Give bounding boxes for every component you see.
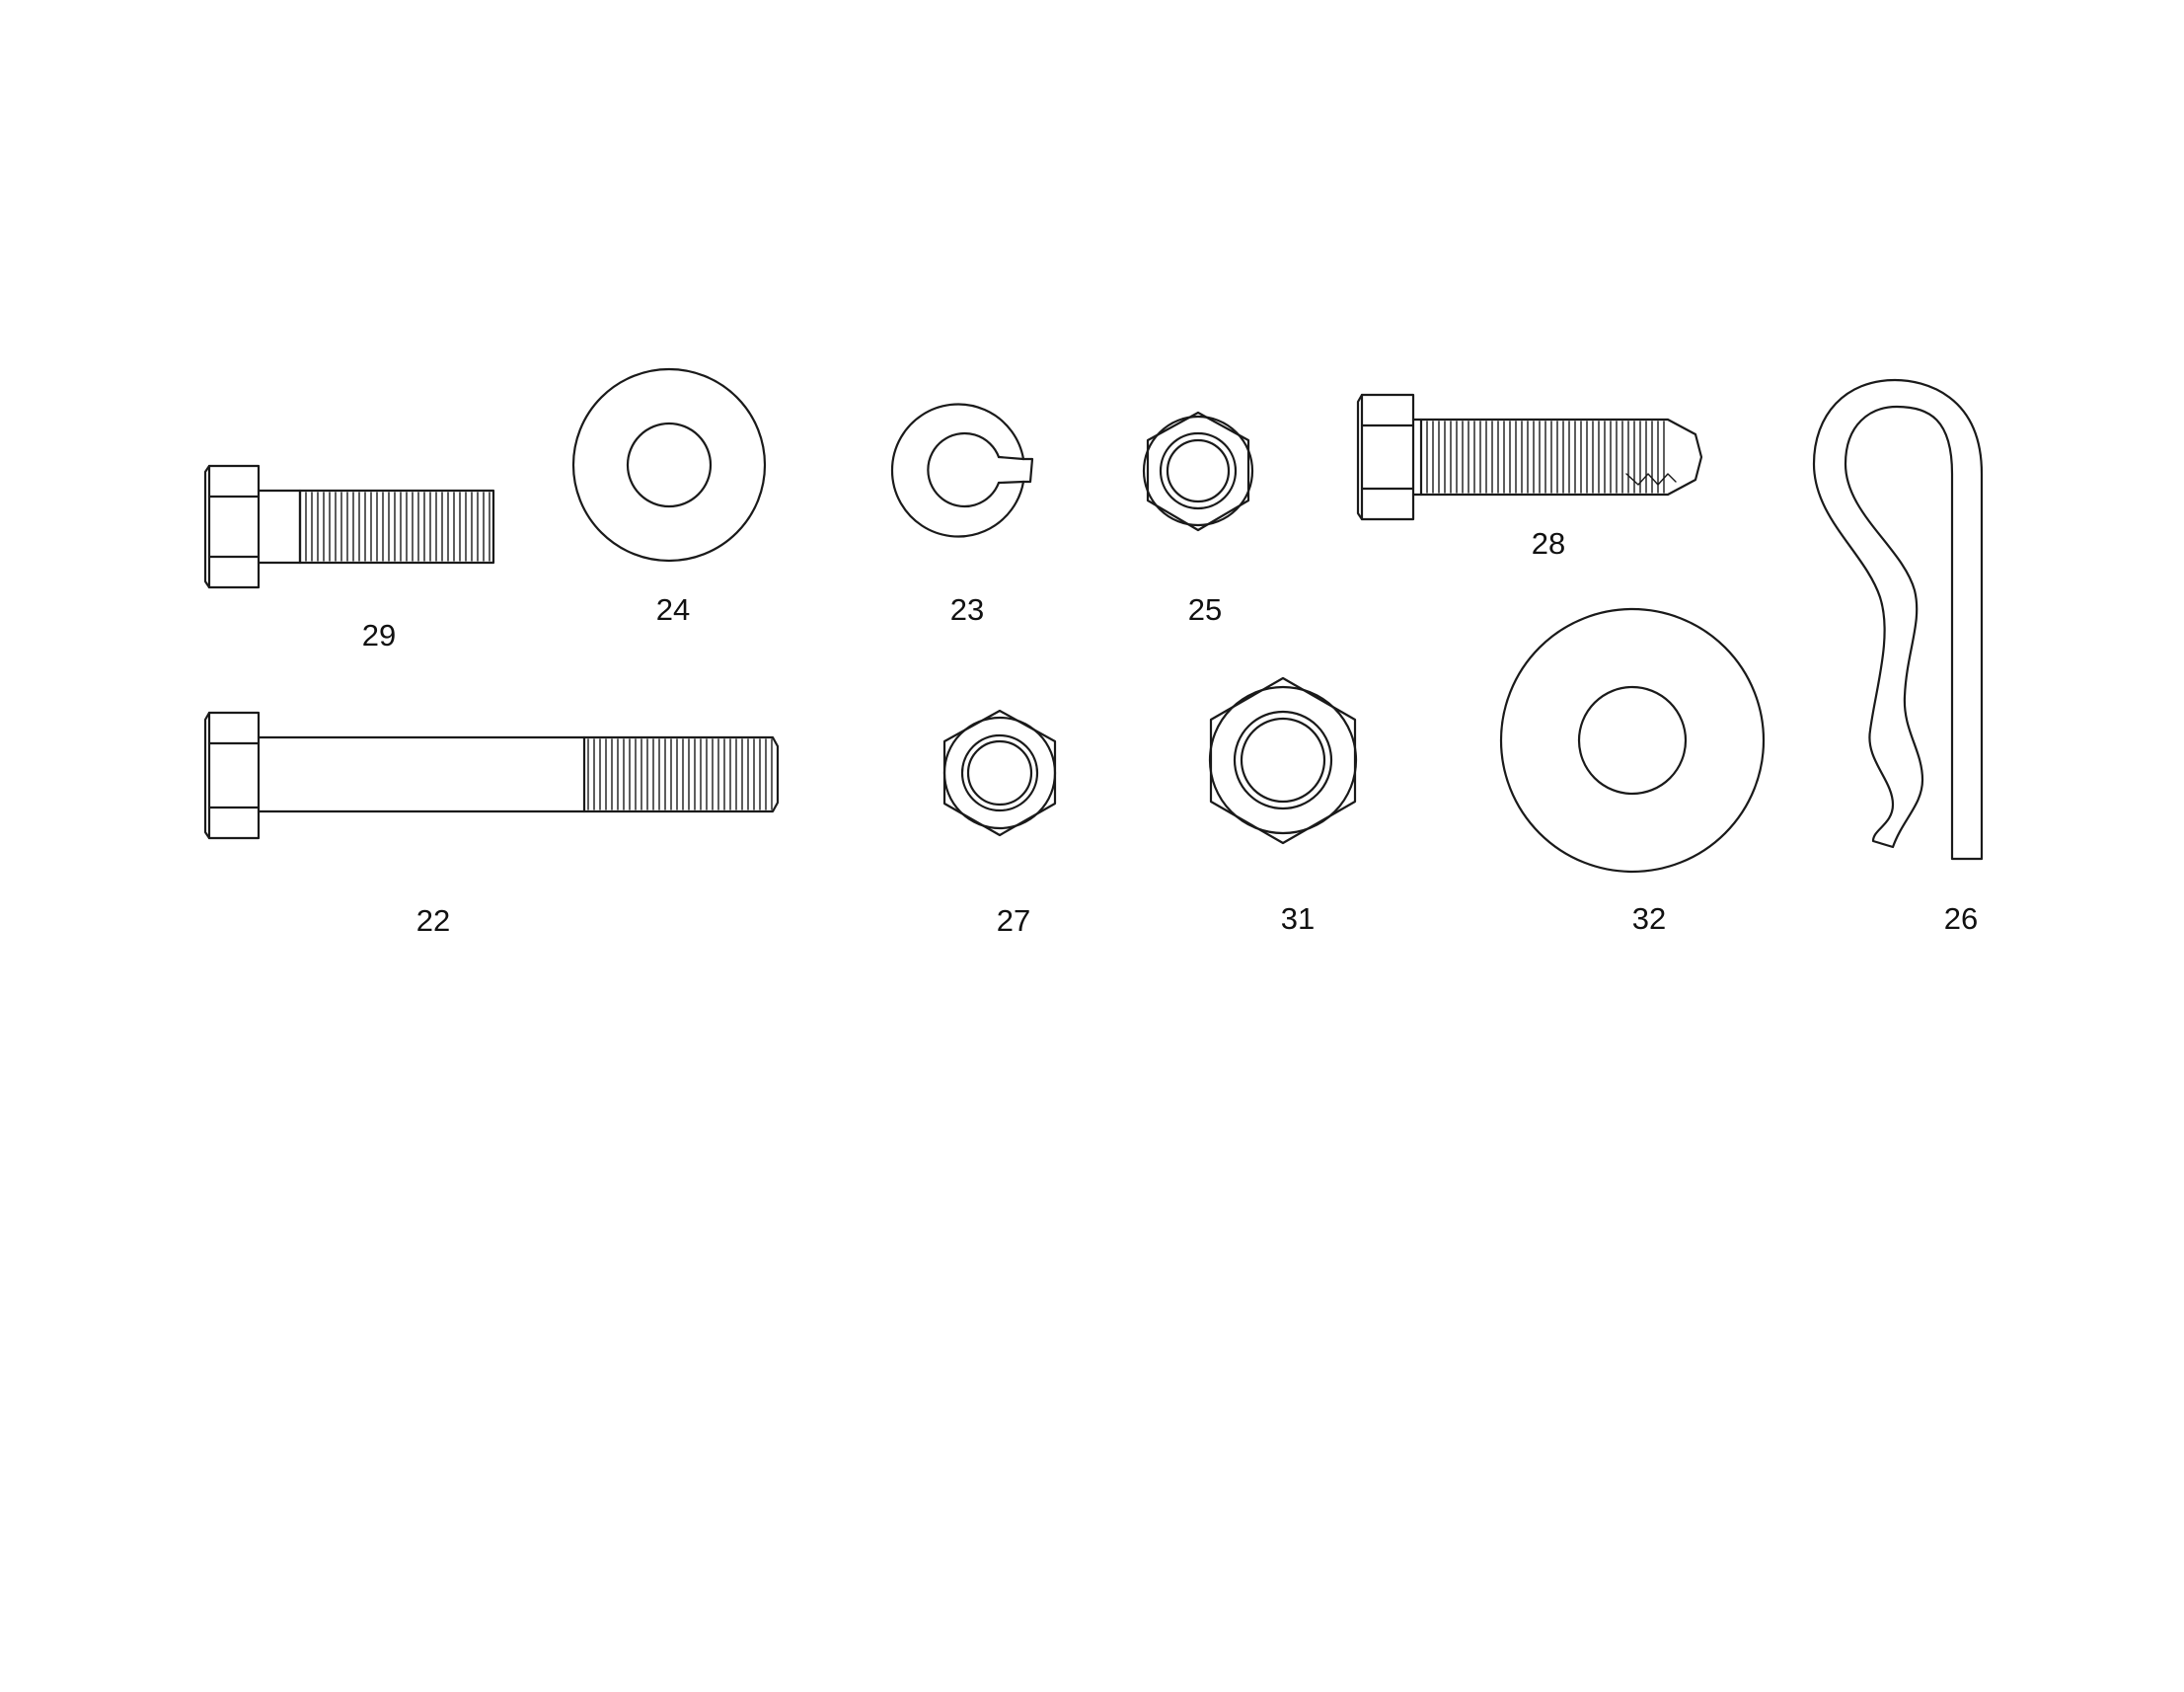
hex-bolt-29-drawing	[205, 466, 493, 587]
flat-washer-24-drawing	[573, 369, 765, 561]
part-label-29: 29	[361, 618, 397, 653]
part-label-27: 27	[996, 903, 1031, 938]
hex-nut-31-drawing	[1210, 678, 1356, 843]
part-label-32: 32	[1631, 901, 1667, 936]
part-label-25: 25	[1187, 592, 1223, 627]
part-label-31: 31	[1280, 901, 1316, 936]
hair-pin-26-drawing	[1814, 380, 1982, 859]
part-label-28: 28	[1531, 526, 1566, 561]
hex-bolt-22-drawing	[205, 713, 778, 838]
hex-bolt-28-drawing	[1358, 395, 1701, 519]
part-label-22: 22	[415, 903, 451, 938]
part-label-23: 23	[949, 592, 985, 627]
hex-nut-25-drawing	[1144, 413, 1252, 530]
flat-washer-32-drawing	[1501, 609, 1764, 872]
lock-washer-23-drawing	[892, 404, 1032, 536]
part-label-24: 24	[655, 592, 691, 627]
hex-nut-27-drawing	[944, 711, 1055, 835]
part-label-26: 26	[1943, 901, 1979, 936]
